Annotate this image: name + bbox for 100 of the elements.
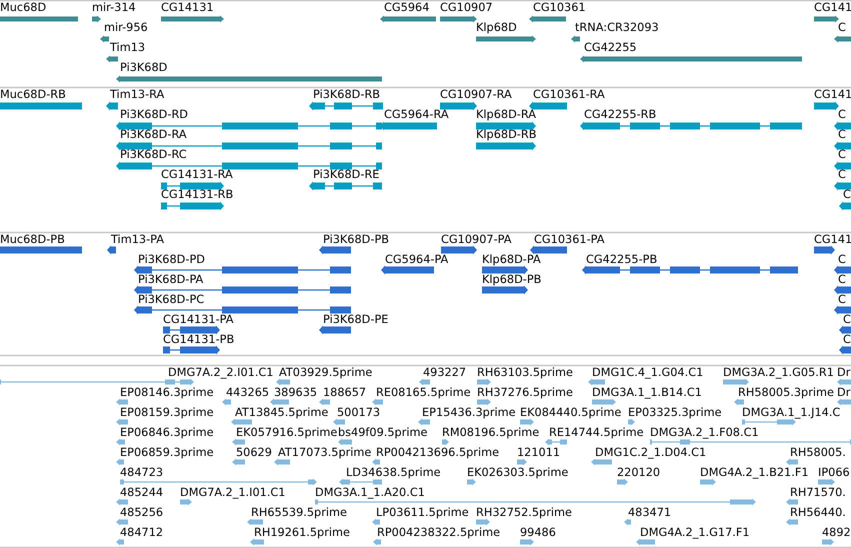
feature-label: CG5964-PA (385, 253, 448, 266)
feature-label: Pi3K68D-PA (138, 273, 204, 286)
feature-label: DMG3A.1_1.A20.C1 (315, 486, 425, 499)
feature-label: 484712 (120, 526, 164, 539)
feature-label: EP06846.3prime (120, 426, 214, 439)
feature-label: Klp68D (476, 21, 517, 34)
feature-label: 484723 (120, 466, 164, 479)
feature-label: CG10907-PA (441, 233, 512, 246)
feature-label: CG10361-RA (533, 88, 605, 101)
feature-label: CG42255-PB (586, 253, 658, 266)
feature-label: CG141 (814, 1, 851, 14)
feature-label: RH32752.5prime (476, 506, 572, 519)
feature-label: CG10361-PA (534, 233, 604, 246)
feature-label: LD34638.5prime (346, 466, 441, 479)
feature-label: CG14131-RB (161, 188, 234, 201)
feature-label: CG42255-RB (584, 108, 656, 121)
feature-label: Pi3K68D-PD (138, 253, 205, 266)
feature-label: RH58005. (790, 446, 846, 459)
feature-label: IP066 (818, 466, 850, 479)
feature-label: Pi3K68D (120, 61, 168, 74)
feature-label: 50629 (236, 446, 272, 459)
feature-label: RH71570. (790, 486, 846, 499)
feature-label: CG14131-RA (161, 168, 233, 181)
feature-label: 121011 (517, 446, 560, 459)
feature-label: EK026303.5prime (467, 466, 568, 479)
feature-label: DMG3A.2_1.F08.C1 (650, 426, 759, 439)
feature-label: AT17073.5prime (278, 446, 372, 459)
feature-label: EP08159.3prime (120, 406, 214, 419)
feature-label: RE14744.5prime (549, 426, 644, 439)
feature-label: C (838, 273, 846, 286)
feature-label: 188657 (323, 386, 366, 399)
feature-label: Pi3K68D-RC (120, 148, 187, 161)
feature-label: bs49f09.5prime (338, 426, 428, 439)
feature-label: CG141 (814, 233, 851, 246)
feature-label: Pi3K68D-RB (313, 88, 380, 101)
feature-label: Muc68D-PB (0, 233, 65, 246)
feature-label: 389635 (274, 386, 318, 399)
feature-label: CG10361 (533, 1, 586, 14)
feature-label: CG10907 (440, 1, 493, 14)
feature-label: mir-314 (92, 1, 136, 14)
feature-label: EP15436.3prime (422, 406, 516, 419)
feature-label: CG5964 (384, 1, 430, 14)
feature-label: CG14131-PA (163, 313, 234, 326)
feature-label: mir-956 (104, 21, 148, 34)
feature-label: 500173 (337, 406, 380, 419)
feature-label: Muc68D (0, 1, 46, 14)
feature-label: CG10907-RA (440, 88, 512, 101)
feature-label: RE08165.5prime (376, 386, 471, 399)
feature-label: DMG7A.2_2.I01.C1 (168, 366, 274, 379)
feature-label: Tim13-RA (110, 88, 164, 101)
feature-label: EP06859.3prime (120, 446, 214, 459)
feature-label: 220120 (617, 466, 660, 479)
feature-label: Dr (837, 386, 850, 399)
feature-label: DMG1C.2_1.D04.C1 (595, 446, 706, 459)
feature-label: Pi3K68D-RE (313, 168, 380, 181)
feature-label: DMG7A.2_1.I01.C1 (180, 486, 286, 499)
feature-label: DMG3A.1_1.J14.C (742, 406, 840, 419)
feature-label: RH63103.5prime (477, 366, 573, 379)
feature-label: Pi3K68D-RA (120, 128, 187, 141)
feature-label: Tim13-PA (111, 233, 164, 246)
feature-label: tRNA:CR32093 (575, 21, 659, 34)
feature-label: C (838, 253, 846, 266)
feature-label: RM08196.5prime (442, 426, 540, 439)
feature-label: RH56440. (790, 506, 846, 519)
feature-label: DMG4A.2_1.B21.F1 (700, 466, 809, 479)
feature-label: LP03611.5prime (376, 506, 469, 519)
feature-label: 443265 (226, 386, 270, 399)
feature-label: CG14131-PB (163, 333, 234, 346)
feature-label: CG5964-RA (384, 108, 449, 121)
feature-label: DMG1C.4_1.G04.C1 (592, 366, 704, 379)
feature-label: Klp68D-RA (476, 108, 536, 121)
feature-label: 485256 (120, 506, 164, 519)
feature-label: C (838, 128, 846, 141)
feature-label: DMG3A.2_1.G05.R1 (723, 366, 834, 379)
feature-label: RH37276.5prime (477, 386, 573, 399)
feature-label: CG141 (814, 88, 851, 101)
feature-label: EK084440.5prime (520, 406, 622, 419)
feature-label: Pi3K68D-PB (323, 233, 390, 246)
feature-label: Dr (837, 366, 850, 379)
feature-label: Klp68D-RB (476, 128, 536, 141)
feature-label: EK057916.5prime (236, 426, 338, 439)
feature-label: C (838, 21, 846, 34)
feature-label: C (843, 188, 851, 201)
feature-label: 485244 (120, 486, 164, 499)
feature-label: RP004213696.5prime (376, 446, 500, 459)
feature-label: C (838, 168, 846, 181)
feature-label: C (838, 293, 846, 306)
feature-label: DMG3A.1_1.B14.C1 (592, 386, 702, 399)
feature-label: Klp68D-PB (482, 273, 542, 286)
feature-label: RP004238322.5prime (377, 526, 500, 539)
feature-label: 4892 (822, 526, 851, 539)
feature-label: AT13845.5prime (235, 406, 328, 419)
feature-label: 483471 (628, 506, 672, 519)
feature-label: DMG4A.2_1.G17.F1 (640, 526, 750, 539)
feature-label: AT03929.5prime (279, 366, 372, 379)
feature-label: C (838, 148, 846, 161)
feature-label: Muc68D-RB (0, 88, 66, 101)
feature-label: EP08146.3prime (120, 386, 214, 399)
feature-label: 493227 (423, 366, 466, 379)
feature-label: C (838, 108, 846, 121)
